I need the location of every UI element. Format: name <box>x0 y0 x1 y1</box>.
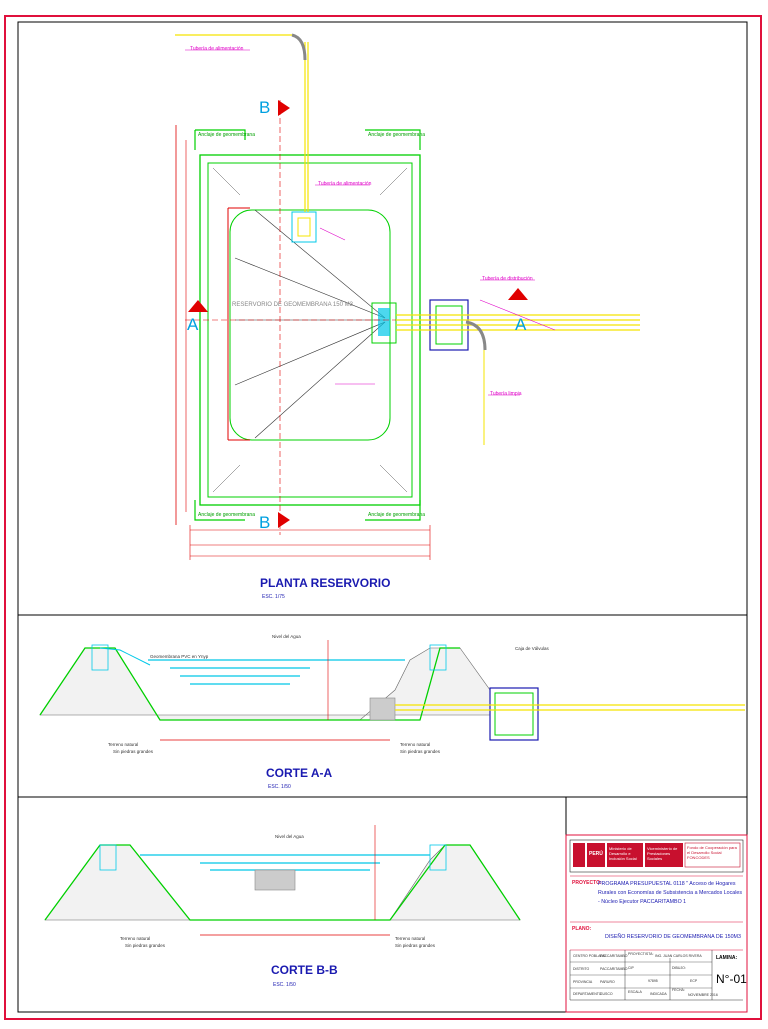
section-bb-title: CORTE B-B <box>271 963 338 977</box>
ministry-label: Ministerio de Desarrollo e Inclusión Soc… <box>609 846 637 861</box>
svg-text:Terreno natural: Terreno natural <box>395 936 425 941</box>
plan-text: DISEÑO RESERVORIO DE GEOMEMBRANA DE 150M… <box>605 934 741 940</box>
row-label-1: CENTRO POBLADO <box>573 954 606 958</box>
svg-text:Nivel del Agua: Nivel del Agua <box>275 834 304 839</box>
section-a-marker-left: A <box>187 315 199 334</box>
reservoir-label: RESERVORIO DE GEOMEMBRANA 150 M3 <box>232 302 353 308</box>
svg-text:Anclaje de geomembrana: Anclaje de geomembrana <box>368 132 425 138</box>
designer-value: ING. JUAN CARLOS RIVERA <box>655 954 702 958</box>
row-label-4: DEPARTAMENTO <box>573 992 602 996</box>
svg-text:Anclaje de geomembrana: Anclaje de geomembrana <box>368 512 425 518</box>
sheet-label: LAMINA: <box>716 955 738 961</box>
section-aa-title: CORTE A-A <box>266 766 333 780</box>
svg-text:Sin piedras grandes: Sin piedras grandes <box>125 943 166 948</box>
vice-ministry-label: Viceministerio de Prestaciones Sociales <box>647 846 678 861</box>
svg-text:Tubería limpia: Tubería limpia <box>490 391 522 397</box>
scale-label: ESCALA <box>628 990 642 994</box>
sheet-number: N°-01 <box>716 972 747 986</box>
row-label-2: DISTRITO <box>573 967 590 971</box>
svg-text:Sin piedras grandes: Sin piedras grandes <box>113 749 154 754</box>
section-aa-view: Nivel del Agua Geomembrana PVC en Ynyp C… <box>39 634 745 754</box>
project-text: PROGRAMA PRESUPUESTAL 0118 " Acceso de H… <box>598 881 742 905</box>
section-bb-view: Nivel del Agua Terreno natural Sin piedr… <box>44 825 521 948</box>
svg-text:Caja de Válvulas: Caja de Válvulas <box>515 646 550 651</box>
svg-text:Tubería de alimentación: Tubería de alimentación <box>318 181 372 187</box>
svg-text:Terreno natural: Terreno natural <box>108 742 138 747</box>
section-a-marker-right: A <box>515 315 527 334</box>
country-label: PERÚ <box>589 851 603 857</box>
project-label: PROYECTO: <box>572 880 602 886</box>
svg-text:Geomembrana PVC en Ynyp: Geomembrana PVC en Ynyp <box>150 654 209 659</box>
svg-text:Anclaje de geomembrana: Anclaje de geomembrana <box>198 512 255 518</box>
svg-text:Sin piedras grandes: Sin piedras grandes <box>400 749 441 754</box>
section-bb-scale: ESC. 1/50 <box>273 982 296 988</box>
title-block <box>565 834 748 1013</box>
cip-value: 97895 <box>648 979 658 983</box>
plan-title: PLANTA RESERVORIO <box>260 576 391 590</box>
svg-text:Sin piedras grandes: Sin piedras grandes <box>395 943 436 948</box>
inner-frame <box>17 21 748 1013</box>
drawn-value: ECP <box>690 979 698 983</box>
svg-text:Terreno natural: Terreno natural <box>400 742 430 747</box>
plan-scale: ESC. 1/75 <box>262 594 285 600</box>
drawn-label: DIBUJO: <box>672 966 686 970</box>
cip-label: CIP <box>628 966 634 970</box>
svg-text:Anclaje de geomembrana: Anclaje de geomembrana <box>198 132 255 138</box>
svg-text:Terreno natural: Terreno natural <box>120 936 150 941</box>
row-value-4: CUSCO <box>600 992 613 996</box>
svg-text:Tubería de alimentación: Tubería de alimentación <box>190 46 244 52</box>
outer-frame <box>4 15 762 1020</box>
section-b-marker-bottom: B <box>259 513 271 532</box>
row-value-1: PACCARITAMBO <box>600 954 628 958</box>
designer-label: PROYECTISTA: <box>628 952 654 956</box>
date-label: FECHA: <box>672 988 685 992</box>
date-value: NOVIEMBRE 2016 <box>688 993 718 997</box>
svg-text:Tubería de distribución: Tubería de distribución <box>482 276 533 282</box>
scale-value: INDICADA <box>650 992 667 996</box>
section-aa-scale: ESC. 1/50 <box>268 784 291 790</box>
section-b-marker-top: B <box>259 98 271 117</box>
row-value-3: PARURO <box>600 980 615 984</box>
row-value-2: PACCARITAMBO <box>600 967 628 971</box>
row-label-3: PROVINCIA <box>573 980 593 984</box>
plan-label: PLANO: <box>572 926 592 932</box>
fund-label: Fondo de Cooperación para el Desarrollo … <box>687 845 737 860</box>
plan-view: Tubería de alimentación Tubería de alime… <box>175 33 640 560</box>
svg-text:Nivel del Agua: Nivel del Agua <box>272 634 301 639</box>
